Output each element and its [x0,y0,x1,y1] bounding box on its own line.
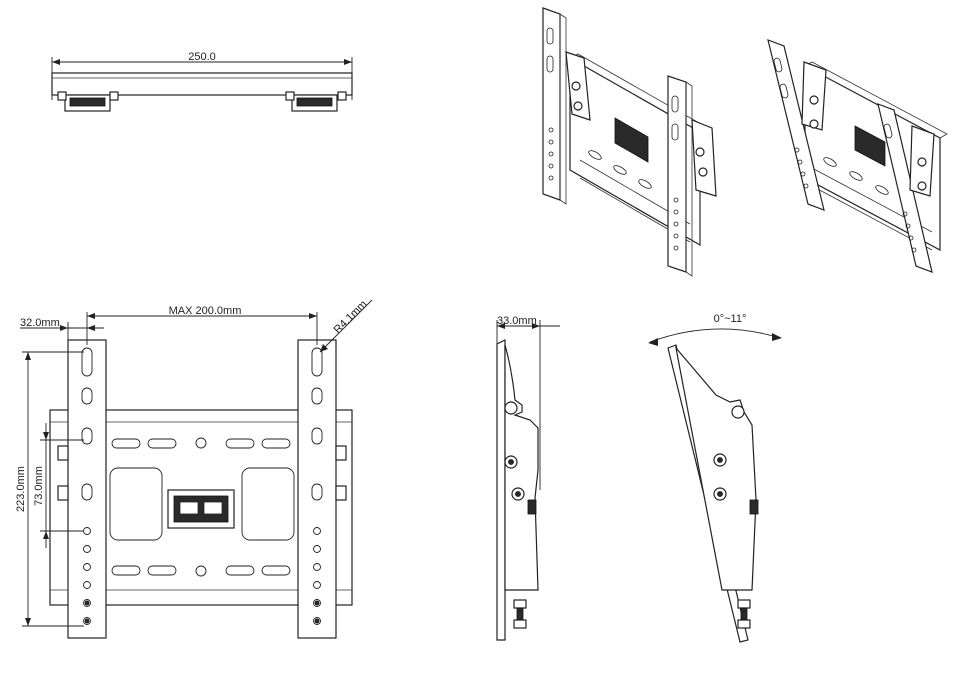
dimension-top-width: 250.0 [188,51,216,63]
dimension-tilt-range: 0°~11° [714,313,747,325]
front-view: 32.0mm MAX 200.0mm R4.1mm 223.0mm 73.0mm [15,298,373,639]
side-view-upright: 33.0mm [496,315,560,641]
top-view: 250.0 [51,51,353,112]
dimension-total-height: 223.0mm [15,466,27,512]
isometric-view-upright [542,7,717,277]
dimension-slot-height: 73.0mm [33,466,45,506]
dimension-radius: R4.1mm [332,298,370,336]
dimension-side-depth: 33.0mm [497,315,537,327]
side-view-tilted: 0°~11° [648,313,782,643]
dimension-left-offset: 32.0mm [20,317,60,329]
isometric-view-tilted [767,39,948,273]
dimension-max-spacing: MAX 200.0mm [169,305,242,317]
